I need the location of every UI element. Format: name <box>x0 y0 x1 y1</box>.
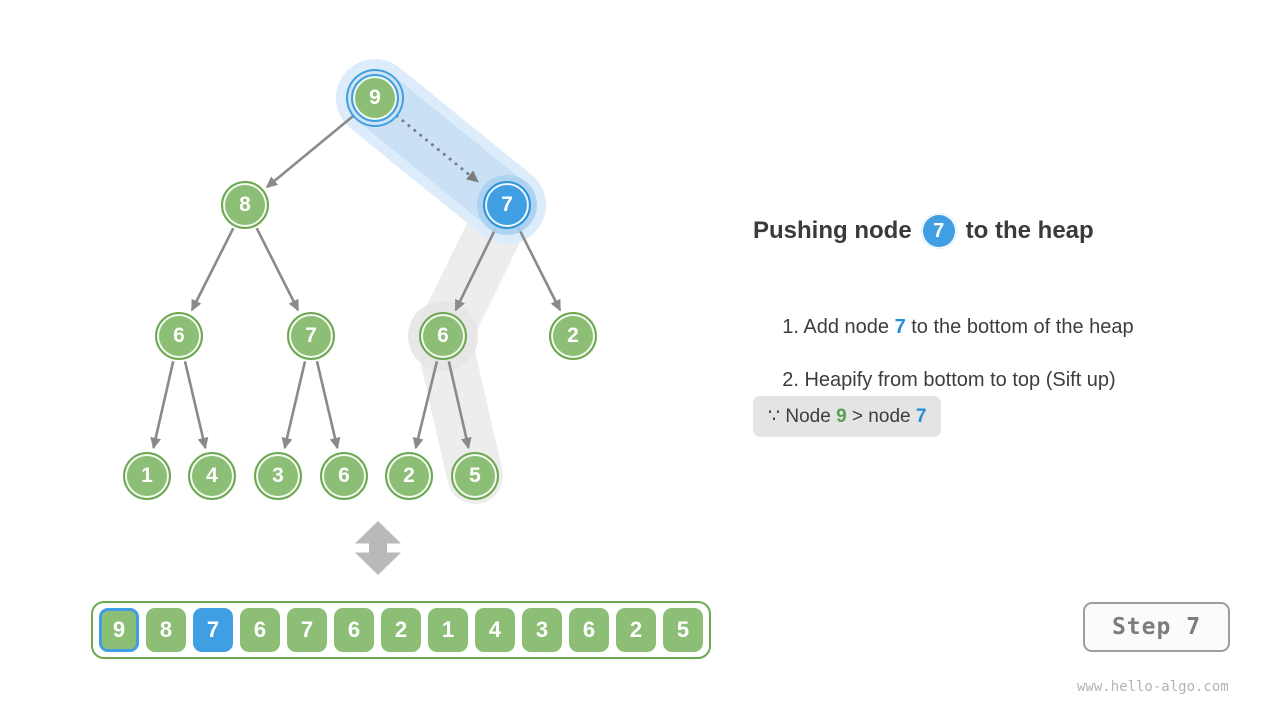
array-cell: 6 <box>569 608 609 652</box>
instruction-step-1: 1. Add node 7 to the bottom of the heap <box>760 293 1134 362</box>
array-cell-root: 9 <box>99 608 139 652</box>
tree-node: 7 <box>287 312 335 360</box>
tree-node: 4 <box>188 452 236 500</box>
array-cell: 8 <box>146 608 186 652</box>
array-cell: 1 <box>428 608 468 652</box>
array-cell-inserted: 7 <box>193 608 233 652</box>
array-cell: 6 <box>334 608 374 652</box>
tree-node-inserted: 7 <box>483 181 531 229</box>
site-watermark: www.hello-algo.com <box>1077 679 1229 695</box>
highlight-value-blue: 7 <box>915 405 927 427</box>
array-cell: 7 <box>287 608 327 652</box>
updown-arrow-icon <box>355 521 401 575</box>
array-cell: 2 <box>616 608 656 652</box>
instruction-text: to the bottom of the heap <box>905 316 1134 338</box>
page-title: Pushing node 7 to the heap <box>753 213 1094 249</box>
instruction-text: 2. Heapify from bottom to top (Sift up) <box>782 369 1116 391</box>
array-cell: 2 <box>381 608 421 652</box>
highlight-value-blue: 7 <box>894 316 906 338</box>
tree-node: 6 <box>155 312 203 360</box>
note-text: > node <box>846 405 916 427</box>
node-badge: 7 <box>920 213 957 249</box>
title-prefix: Pushing node <box>753 217 912 244</box>
array-cell: 6 <box>240 608 280 652</box>
array-cell: 3 <box>522 608 562 652</box>
instruction-step-2: 2. Heapify from bottom to top (Sift up) <box>760 346 1116 415</box>
instruction-text: 1. Add node <box>782 316 895 338</box>
step-indicator-button[interactable]: Step 7 <box>1083 602 1230 652</box>
array-cell: 4 <box>475 608 515 652</box>
tree-node: 6 <box>320 452 368 500</box>
tree-node: 1 <box>123 452 171 500</box>
array-cell: 5 <box>663 608 703 652</box>
tree-node: 6 <box>419 312 467 360</box>
tree-node: 2 <box>549 312 597 360</box>
because-note: ∵ Node 9 > node 7 <box>753 396 942 437</box>
tree-node: 2 <box>385 452 433 500</box>
tree-node: 3 <box>254 452 302 500</box>
highlight-value-green: 9 <box>836 405 847 427</box>
heap-array: 9 8 7 6 7 6 2 1 4 3 6 2 5 <box>91 601 711 659</box>
title-suffix: to the heap <box>965 217 1094 244</box>
tree-edges <box>150 113 562 450</box>
tree-node: 8 <box>221 181 269 229</box>
tree-node: 5 <box>451 452 499 500</box>
note-text: ∵ Node <box>768 406 837 427</box>
tree-node-root: 9 <box>351 74 399 122</box>
